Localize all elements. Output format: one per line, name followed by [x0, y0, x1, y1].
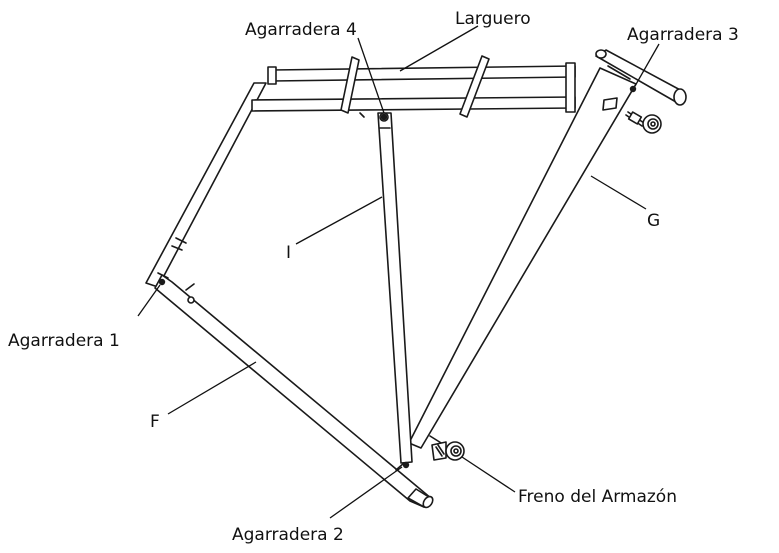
- label-i: I: [286, 243, 291, 263]
- freno-leader: [461, 456, 516, 493]
- label-larguero: Larguero: [455, 9, 531, 29]
- label-g: G: [647, 211, 660, 231]
- agarradera-1-pin: [158, 278, 166, 286]
- left-vertical-tube: [145, 82, 267, 288]
- caster-bottom: [429, 435, 465, 461]
- label-agarradera-3: Agarradera 3: [627, 25, 739, 45]
- f-leader: [167, 361, 257, 415]
- larguero-rail: [251, 55, 576, 118]
- tube-f: [154, 274, 434, 509]
- tube-i: [377, 112, 413, 464]
- label-f: F: [150, 412, 160, 432]
- label-agarradera-2: Agarradera 2: [232, 525, 344, 545]
- agarradera-1-leader: [137, 284, 161, 317]
- g-leader: [590, 175, 647, 210]
- larguero-leader: [399, 25, 479, 72]
- label-agarradera-1: Agarradera 1: [8, 331, 120, 351]
- agarradera-3-leader: [634, 43, 660, 87]
- agarradera-3-pin: [629, 85, 637, 93]
- label-freno: Freno del Armazón: [518, 487, 677, 507]
- agarradera-4-pin: [380, 113, 388, 121]
- caster-top: [625, 111, 662, 134]
- agarradera-2-pin: [402, 461, 410, 469]
- i-leader: [295, 196, 383, 245]
- label-agarradera-4: Agarradera 4: [245, 20, 357, 40]
- agarradera-4-leader: [357, 37, 385, 114]
- agarradera-2-leader: [329, 466, 403, 519]
